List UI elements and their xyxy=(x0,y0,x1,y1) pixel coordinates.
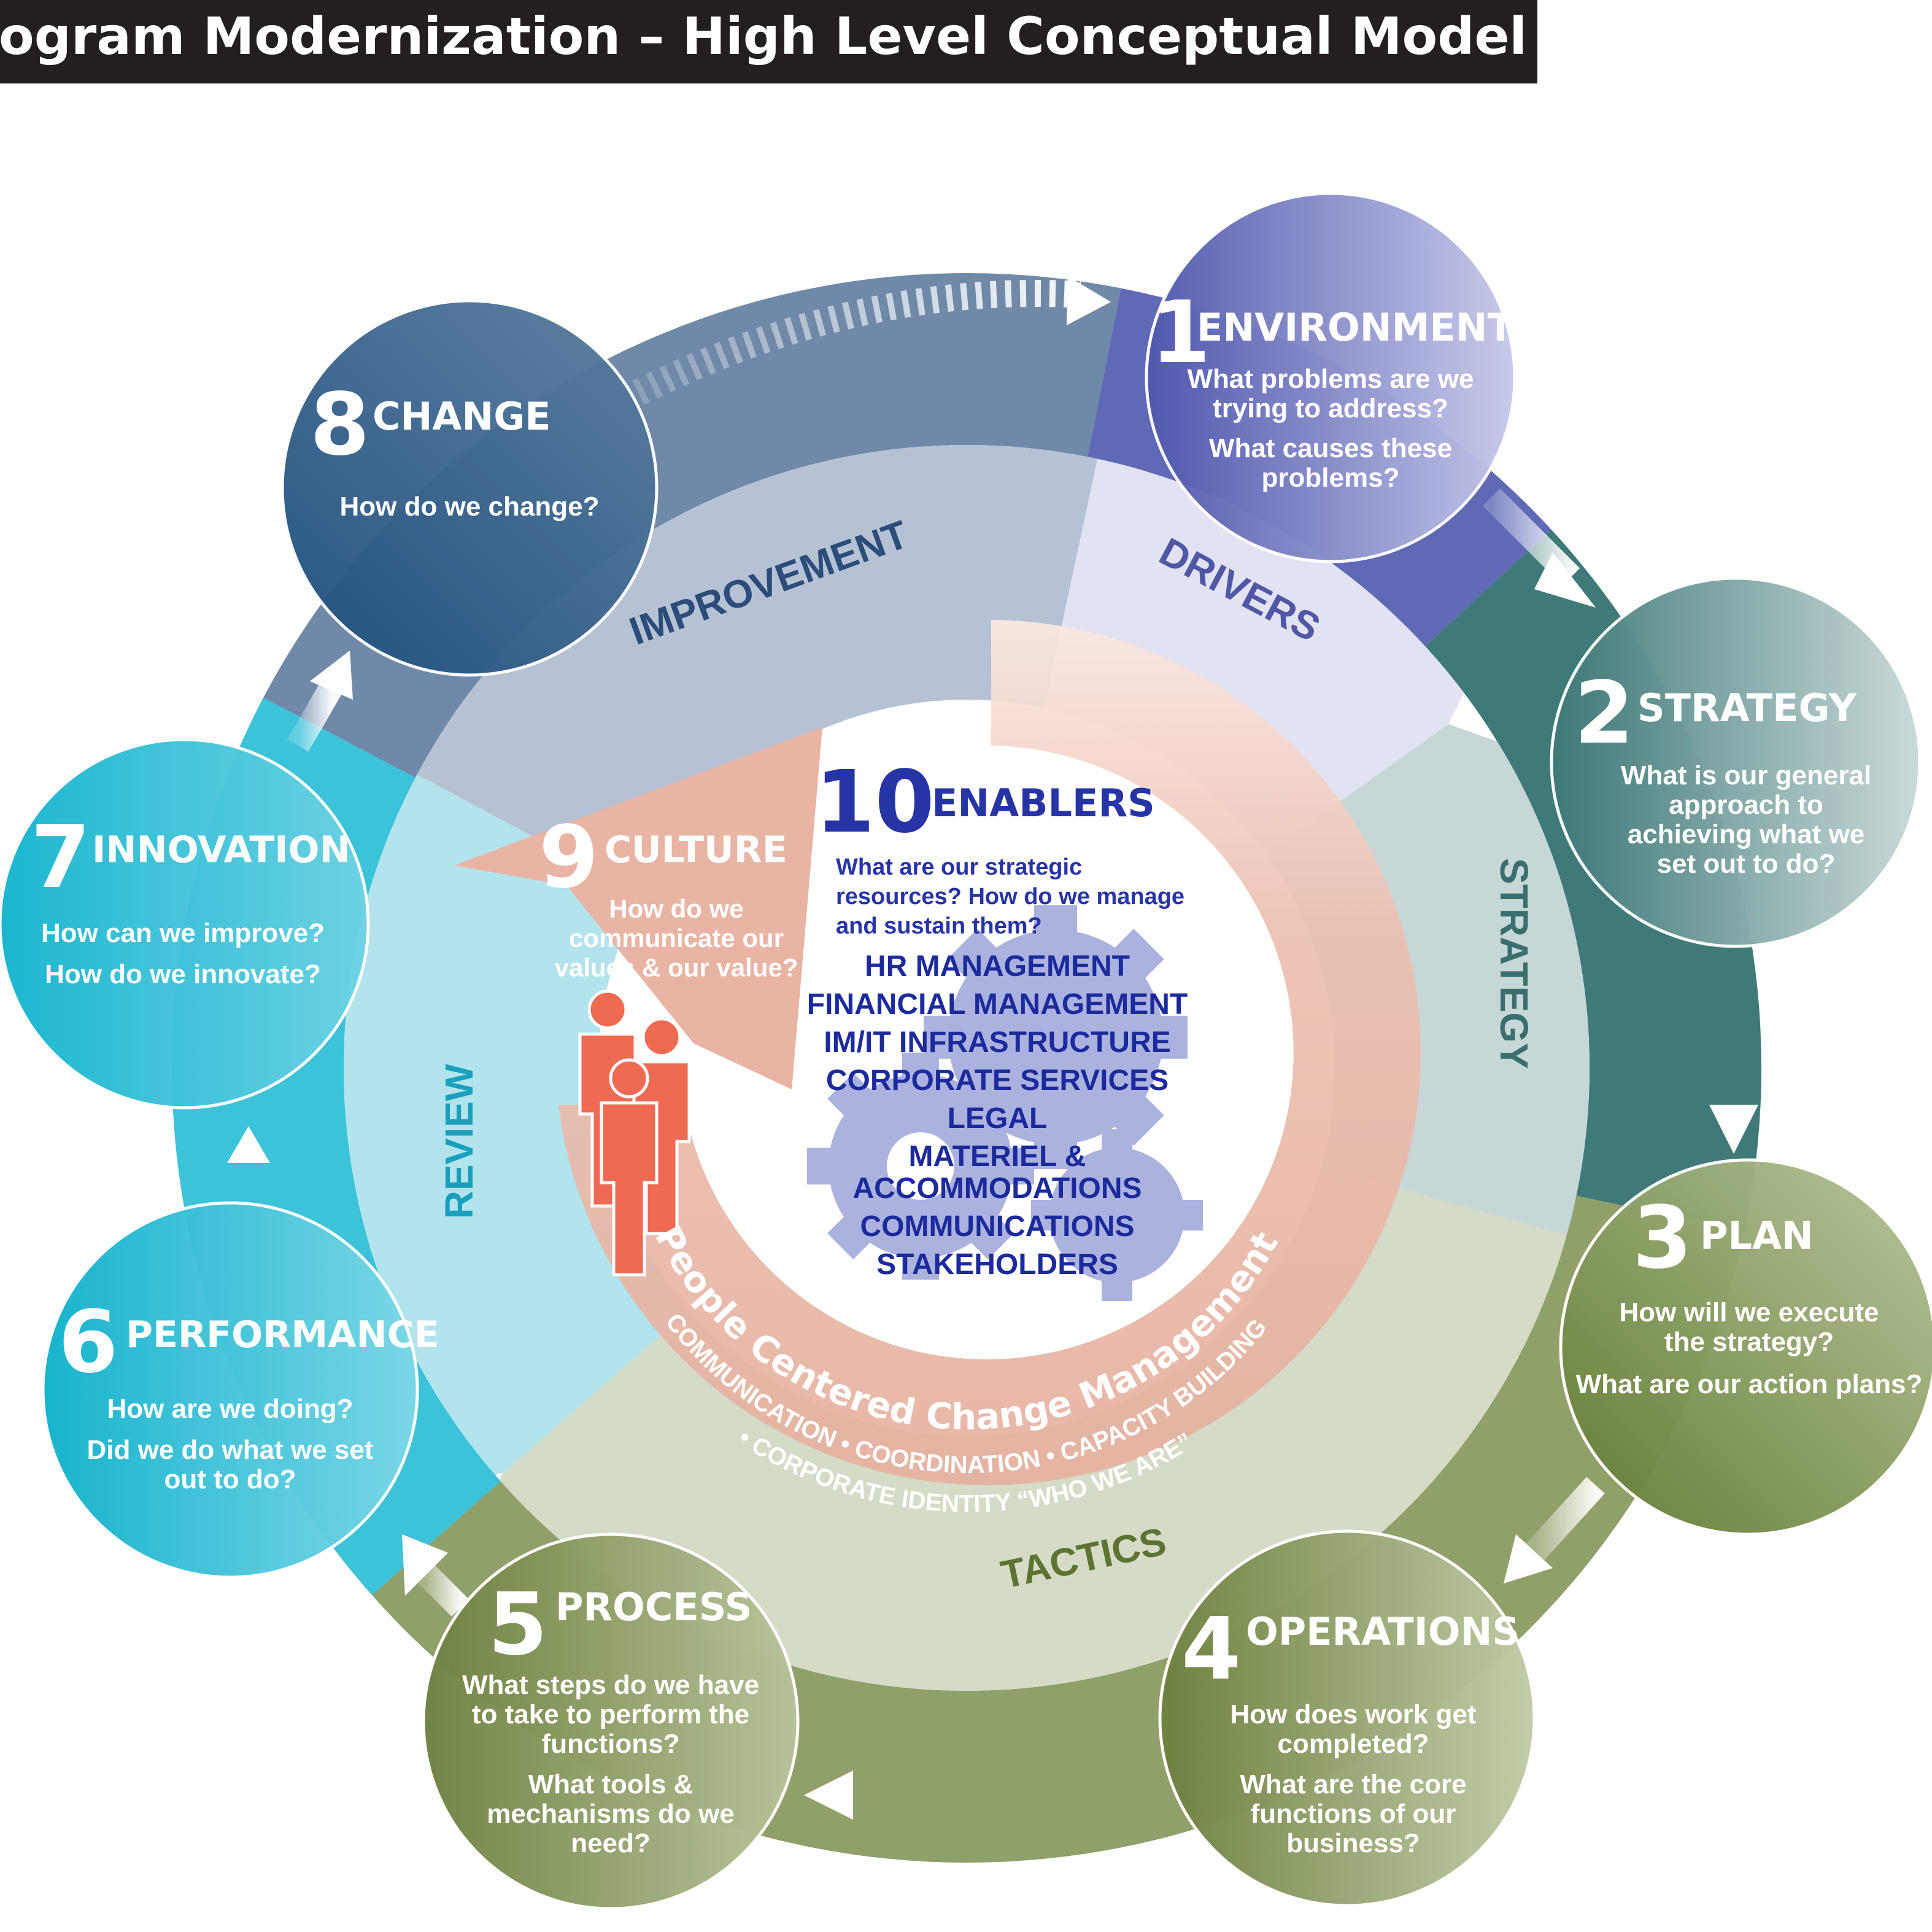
flow-arrows xyxy=(227,276,1758,1820)
node-question: Did we do what we set xyxy=(87,1435,374,1465)
enablers-item: MATERIEL & xyxy=(909,1140,1086,1173)
enablers-block: 10 ENABLERS What are our strategic resou… xyxy=(807,752,1188,1281)
section-label-strategy: STRATEGY xyxy=(1492,858,1536,1069)
node-title: CHANGE xyxy=(373,394,551,439)
node-title: ENVIRONMENT xyxy=(1197,305,1513,350)
node-question: How are we doing? xyxy=(107,1394,354,1424)
enablers-title: ENABLERS xyxy=(932,781,1155,825)
node-4-operations[interactable]: 4 OPERATIONS How does work get completed… xyxy=(1158,1529,1536,1907)
culture-block: 9 CULTURE How do we communicate our valu… xyxy=(539,808,798,982)
node-2-strategy[interactable]: 2 STRATEGY What is our general approach … xyxy=(1550,576,1922,948)
gears-icon xyxy=(807,905,1203,1301)
node-8-change[interactable]: 8 CHANGE How do we change? xyxy=(280,299,659,677)
node-number: 2 xyxy=(1574,663,1634,763)
node-title: OPERATIONS xyxy=(1246,1609,1520,1654)
node-question: functions of our xyxy=(1251,1799,1456,1829)
culture-title: CULTURE xyxy=(605,829,787,871)
node-question: How does work get xyxy=(1231,1699,1477,1729)
arrow-2-to-3 xyxy=(1709,976,1758,1154)
enablers-item: ACCOMMODATIONS xyxy=(852,1172,1142,1205)
node-question: trying to address? xyxy=(1213,393,1448,423)
arrow-8-to-1 xyxy=(632,276,1111,405)
node-7-innovation[interactable]: 7 INNOVATION How can we improve? How do … xyxy=(0,738,370,1110)
node-number: 3 xyxy=(1633,1188,1692,1288)
section-label-review: REVIEW xyxy=(437,1064,481,1219)
enablers-item: COMMUNICATIONS xyxy=(860,1210,1134,1243)
node-question: What steps do we have xyxy=(462,1670,759,1700)
enablers-item: CORPORATE SERVICES xyxy=(826,1064,1169,1097)
node-question: What is our general xyxy=(1621,760,1871,790)
node-question: What problems are we xyxy=(1187,364,1474,394)
node-number: 6 xyxy=(58,1293,118,1393)
culture-question: communicate our xyxy=(569,924,784,952)
enablers-item: FINANCIAL MANAGEMENT xyxy=(807,988,1188,1021)
enablers-number: 10 xyxy=(815,752,935,852)
node-question: to take to perform the xyxy=(472,1699,749,1729)
arrow-1-to-2 xyxy=(1482,488,1596,608)
node-5-process[interactable]: 5 PROCESS What steps do we have to take … xyxy=(422,1532,800,1911)
node-number: 1 xyxy=(1151,283,1210,383)
node-1-environment[interactable]: 1 ENVIRONMENT What problems are we tryin… xyxy=(1145,191,1517,563)
enablers-item: STAKEHOLDERS xyxy=(876,1248,1118,1281)
culture-question: How do we xyxy=(609,894,743,923)
node-question: What causes these xyxy=(1209,433,1452,463)
node-title: INNOVATION xyxy=(92,829,350,871)
enablers-item: LEGAL xyxy=(948,1102,1048,1135)
node-question: problems? xyxy=(1262,463,1400,493)
node-question: set out to do? xyxy=(1657,849,1836,879)
node-title: PLAN xyxy=(1700,1213,1814,1258)
node-question: mechanisms do we xyxy=(487,1799,734,1829)
arrow-6-to-7 xyxy=(227,1126,270,1184)
node-question: out to do? xyxy=(164,1464,296,1494)
culture-arrow xyxy=(454,620,1421,1485)
title-bar xyxy=(0,0,1537,83)
people-icon xyxy=(578,989,691,1277)
node-question: How do we innovate? xyxy=(45,959,321,989)
enablers-question: What are our strategic xyxy=(836,854,1082,880)
node-question: What tools & xyxy=(528,1769,694,1799)
arrow-7-to-8 xyxy=(287,651,353,752)
node-question: How do we change? xyxy=(340,492,600,522)
node-question: business? xyxy=(1286,1828,1420,1858)
node-question: achieving what we xyxy=(1628,819,1864,849)
node-title: PROCESS xyxy=(555,1585,752,1629)
node-question: How will we execute xyxy=(1619,1297,1879,1327)
arrow-4-to-5 xyxy=(804,1771,1148,1820)
node-question: How can we improve? xyxy=(41,918,325,948)
page-title: ogram Modernization – High Level Concept… xyxy=(0,6,1527,66)
node-question: the strategy? xyxy=(1664,1327,1834,1357)
arrow-3-to-4 xyxy=(1504,1477,1605,1583)
enablers-item: IM/IT INFRASTRUCTURE xyxy=(824,1026,1170,1059)
enablers-question: resources? How do we manage xyxy=(836,884,1184,910)
node-question: approach to xyxy=(1669,790,1823,820)
node-question: What are the core xyxy=(1240,1769,1466,1799)
node-3-plan[interactable]: 3 PLAN How will we execute the strategy?… xyxy=(1559,1158,1932,1536)
node-question: functions? xyxy=(542,1729,680,1759)
enablers-question: and sustain them? xyxy=(836,913,1042,939)
node-number: 4 xyxy=(1181,1599,1241,1699)
culture-question: values & our value? xyxy=(555,953,798,982)
node-question: need? xyxy=(571,1828,651,1858)
enablers-item: HR MANAGEMENT xyxy=(865,950,1130,983)
node-title: PERFORMANCE xyxy=(126,1313,439,1356)
node-6-performance[interactable]: 6 PERFORMANCE How are we doing? Did we d… xyxy=(41,1201,439,1579)
node-number: 7 xyxy=(31,808,90,908)
node-question: completed? xyxy=(1278,1729,1429,1759)
node-question: What are our action plans? xyxy=(1576,1369,1923,1399)
arrow-5-to-6 xyxy=(402,1534,469,1617)
node-number: 5 xyxy=(488,1575,547,1675)
node-title: STRATEGY xyxy=(1637,686,1857,730)
node-number: 8 xyxy=(310,375,369,475)
culture-number: 9 xyxy=(539,808,598,908)
